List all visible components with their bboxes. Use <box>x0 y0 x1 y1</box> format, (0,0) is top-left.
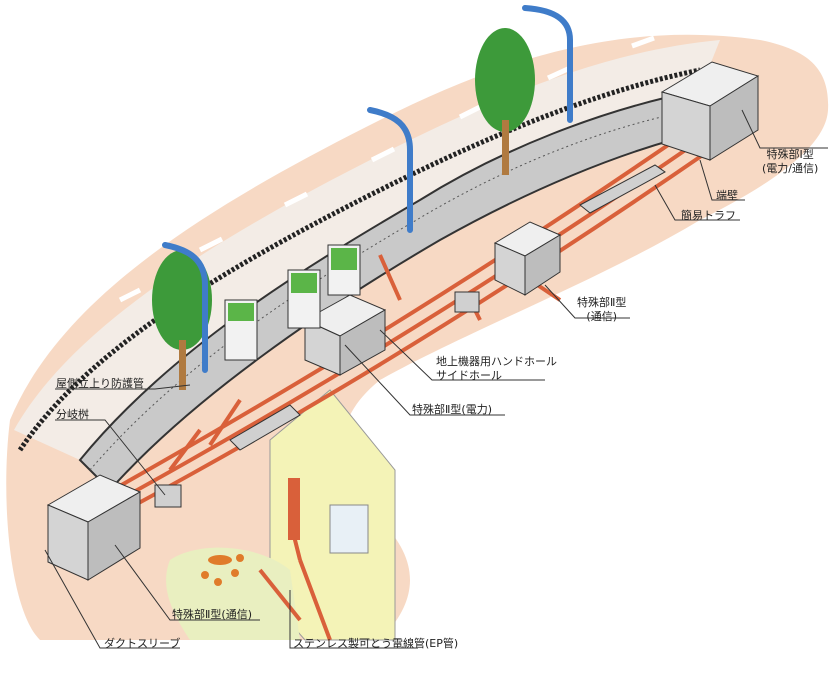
label-special-part-type1-sub: (電力/通信) <box>762 162 819 175</box>
branch-box <box>154 484 182 508</box>
label-special-part-type2-tsushin-top-sub: (通信) <box>586 310 617 323</box>
tree-2 <box>475 28 535 175</box>
label-special-part-type1: 特殊部Ⅰ型 (電力/通信) <box>762 148 818 176</box>
label-branch-box: 分岐桝 <box>56 408 89 421</box>
label-ground-equipment-handhole: 地上機器用ハンドホール サイドホール <box>436 355 557 383</box>
label-ep-pipe: ステンレス製可とう電線管(EP管) <box>293 637 459 650</box>
simple-trough <box>579 164 666 214</box>
ground-equipment <box>224 244 361 361</box>
label-riser-protection-pipe: 屋側立上り防護管 <box>56 377 144 390</box>
label-simple-trough: 簡易トラフ <box>681 209 736 222</box>
label-side-hole: サイドホール <box>436 369 502 382</box>
special-part-type2-tsushin <box>493 221 562 296</box>
tree-1 <box>152 250 212 390</box>
special-part-type1-right <box>660 61 760 161</box>
lane-markings <box>118 35 655 303</box>
label-special-part-type1-main: 特殊部Ⅰ型 <box>766 148 814 161</box>
road-surface <box>14 40 720 460</box>
label-special-part-type2-tsushin-top: 特殊部Ⅱ型 (通信) <box>577 296 626 324</box>
trough-left <box>229 404 301 451</box>
curb-edge <box>17 67 701 452</box>
label-special-part-type2-denryoku: 特殊部Ⅱ型(電力) <box>412 403 492 416</box>
label-ground-equipment-handhole-main: 地上機器用ハンドホール <box>436 355 557 368</box>
label-duct-sleeve: ダクトスリーブ <box>104 637 181 650</box>
label-end-wall: 端壁 <box>716 189 738 202</box>
label-special-part-type2-tsushin-bottom: 特殊部Ⅱ型(通信) <box>172 608 252 621</box>
label-special-part-type2-tsushin-top-main: 特殊部Ⅱ型 <box>577 296 627 309</box>
building-window <box>329 504 369 554</box>
branch-box-2 <box>454 291 480 313</box>
street-lights <box>162 5 573 373</box>
special-part-type2-denryoku <box>303 294 387 376</box>
